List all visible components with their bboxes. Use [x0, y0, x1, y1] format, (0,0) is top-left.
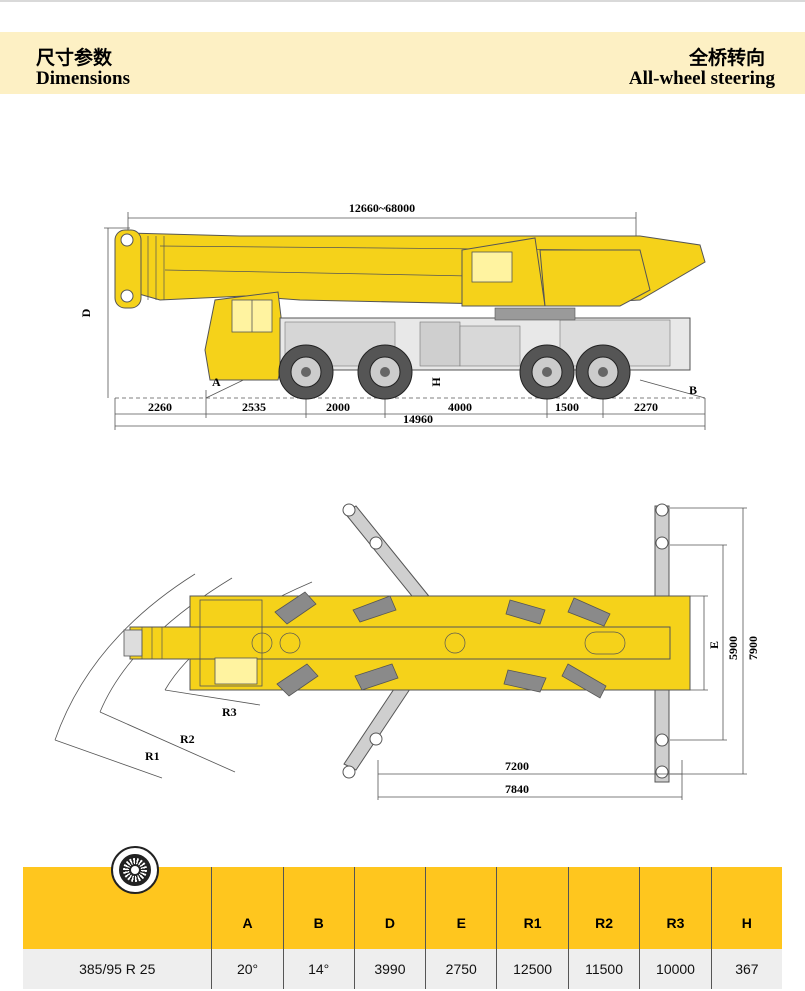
- dim-total-14960: 14960: [403, 412, 433, 426]
- value-d: 3990: [354, 949, 427, 989]
- table-header-d: D: [354, 867, 427, 949]
- dim-2535: 2535: [242, 400, 266, 414]
- table-header-h: H: [711, 867, 782, 949]
- table-header-r1: R1: [496, 867, 569, 949]
- radius-r1-label: R1: [145, 749, 160, 763]
- angle-a-label: A: [212, 375, 221, 389]
- value-r1: 12500: [496, 949, 569, 989]
- clearance-h-label: H: [429, 377, 443, 387]
- value-r2: 11500: [568, 949, 641, 989]
- table-header-e: E: [425, 867, 498, 949]
- header-subtitle-cn: 全桥转向: [688, 47, 765, 69]
- table-row: 385/95 R 25 20° 14° 3990 2750 12500 1150…: [23, 949, 782, 989]
- dim-2000: 2000: [326, 400, 350, 414]
- value-e: 2750: [425, 949, 498, 989]
- top-divider: [0, 0, 805, 2]
- radius-r2-label: R2: [180, 732, 195, 746]
- header-title-en: Dimensions: [36, 68, 130, 89]
- width-5900-label: 5900: [726, 636, 740, 660]
- value-b: 14°: [283, 949, 355, 989]
- header-subtitle-en: All-wheel steering: [628, 68, 775, 89]
- table-header-r2: R2: [568, 867, 641, 949]
- span-7840-label: 7840: [505, 782, 529, 796]
- width-7900-label: 7900: [746, 636, 760, 660]
- dim-4000: 4000: [448, 400, 472, 414]
- value-h: 367: [711, 949, 782, 989]
- table-header-row: A B D E R1 R2 R3 H: [23, 867, 782, 949]
- page-header: 尺寸参数 Dimensions 全桥转向 All-wheel steering: [0, 32, 805, 94]
- wheel: [357, 344, 413, 400]
- angle-b-label: B: [689, 383, 697, 397]
- height-d-label: D: [79, 308, 93, 317]
- dim-2270: 2270: [634, 400, 658, 414]
- dim-1500: 1500: [555, 400, 579, 414]
- table-header-b: B: [283, 867, 355, 949]
- value-r3: 10000: [639, 949, 712, 989]
- wheel: [575, 344, 631, 400]
- wheel: [519, 344, 575, 400]
- tire-size-cell: 385/95 R 25: [23, 949, 213, 989]
- width-e-label: E: [707, 641, 721, 649]
- tire-icon: [111, 846, 159, 894]
- dimensions-table: A B D E R1 R2 R3 H 385/95 R 25 20° 14° 3…: [23, 867, 782, 989]
- table-header-r3: R3: [639, 867, 712, 949]
- wheel: [278, 344, 334, 400]
- value-a: 20°: [211, 949, 284, 989]
- radius-r3-label: R3: [222, 705, 237, 719]
- span-7200-label: 7200: [505, 759, 529, 773]
- table-header-a: A: [211, 867, 284, 949]
- boom-length-label: 12660~68000: [349, 201, 415, 215]
- header-title-cn: 尺寸参数: [36, 47, 113, 69]
- dim-2260: 2260: [148, 400, 172, 414]
